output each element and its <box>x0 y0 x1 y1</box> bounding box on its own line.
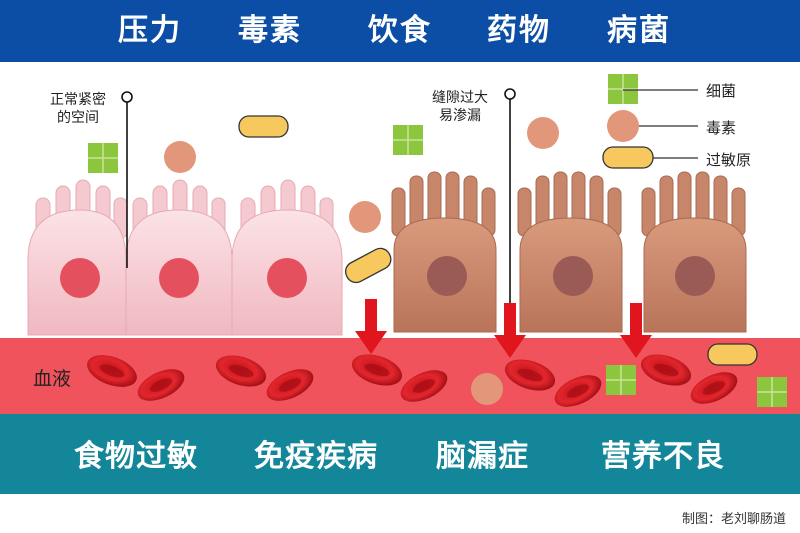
legend-label-toxin: 毒素 <box>706 119 737 137</box>
legend-label-allergen: 过敏原 <box>706 151 752 169</box>
callout-pointer-tight <box>121 91 133 268</box>
callout-leaky-gap: 缝隙过大 易渗漏 <box>432 89 488 125</box>
red-blood-cell-icon <box>266 369 314 401</box>
legend-toxin-icon <box>607 110 698 142</box>
healthy-cell <box>231 179 343 336</box>
leaky-cell <box>517 171 623 333</box>
outcome-malnutrition: 营养不良 <box>601 439 725 474</box>
toxin-icon <box>349 201 381 233</box>
blood-label: 血液 <box>33 368 72 390</box>
callout-tight-line-1: 正常紧密 <box>50 92 106 108</box>
leak-arrow-icon <box>355 299 387 354</box>
outcome-immune-disease: 免疫疾病 <box>254 439 378 474</box>
toxin-icon <box>471 373 503 405</box>
red-blood-cell-icon <box>87 355 137 387</box>
callout-gap-line-1: 缝隙过大 <box>432 90 488 106</box>
top-category-drugs: 药物 <box>487 13 551 48</box>
healthy-cell-group <box>27 179 343 336</box>
legend-allergen-icon <box>602 146 698 169</box>
outcome-food-allergy: 食物过敏 <box>74 439 198 474</box>
bacteria-icon <box>88 143 118 173</box>
red-blood-cell-icon <box>351 354 403 386</box>
healthy-cell <box>125 179 233 336</box>
legend-bacteria-icon <box>608 74 698 104</box>
allergen-icon <box>344 247 392 284</box>
healthy-cell <box>27 179 128 336</box>
top-category-toxins: 毒素 <box>238 13 302 48</box>
top-category-stress: 压力 <box>118 13 182 48</box>
bottom-outcome-bar <box>0 414 800 494</box>
callout-tight-line-2: 的空间 <box>57 110 99 126</box>
top-category-diet: 饮食 <box>368 13 432 48</box>
credit-text: 制图：老刘聊肠道 <box>681 512 786 527</box>
callout-pointer-gap <box>504 88 516 312</box>
allergen-icon <box>707 343 758 366</box>
callout-gap-line-2: 易渗漏 <box>439 108 481 124</box>
bacteria-icon <box>606 365 636 395</box>
outcome-leaky-brain: 脑漏症 <box>436 439 529 474</box>
leak-arrow-icon <box>620 303 652 358</box>
red-blood-cell-icon <box>215 355 267 387</box>
gut-lining-illustration <box>27 74 787 407</box>
leaky-cell <box>391 171 497 333</box>
leaky-cell <box>641 171 747 333</box>
toxin-icon <box>527 117 559 149</box>
red-blood-cell-icon <box>554 375 602 407</box>
top-category-bar <box>0 0 800 62</box>
callout-tight-junction: 正常紧密 的空间 <box>50 91 106 127</box>
red-blood-cell-icon <box>504 359 556 391</box>
bacteria-icon <box>757 377 787 407</box>
red-blood-cell-icon <box>690 372 738 404</box>
red-blood-cells <box>87 354 738 407</box>
legend-label-bacteria: 细菌 <box>706 82 737 100</box>
red-blood-cell-icon <box>640 354 692 386</box>
allergen-icon <box>238 115 289 138</box>
bacteria-icon <box>393 125 423 155</box>
red-blood-cell-icon <box>137 369 185 401</box>
leaky-cell-group <box>391 171 747 333</box>
leak-arrow-icon <box>494 303 526 358</box>
red-blood-cell-icon <box>400 370 448 402</box>
toxin-icon <box>164 141 196 173</box>
top-category-pathogens: 病菌 <box>607 13 671 48</box>
